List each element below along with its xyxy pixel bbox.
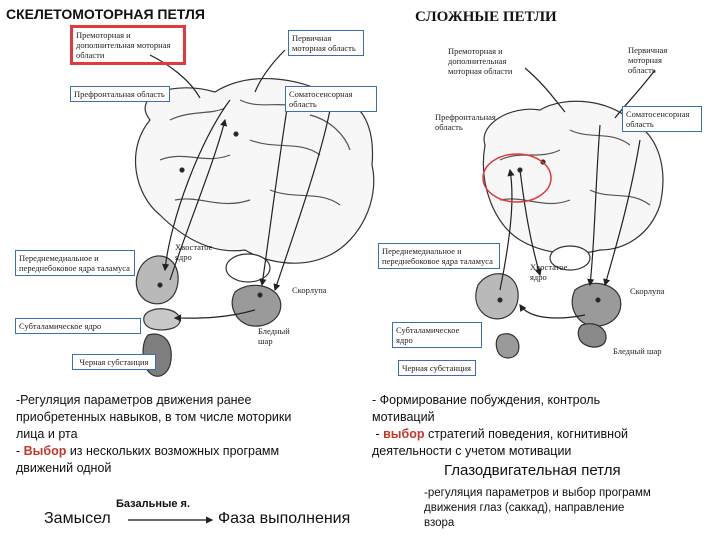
left-subthalamic-shape bbox=[143, 308, 181, 331]
left-label-subthalamic: Субталамическое ядро bbox=[15, 318, 141, 334]
right-desc-line-3-rest: стратегий поведения, когнитивной bbox=[424, 427, 629, 441]
right-label-putamen: Скорлупа bbox=[630, 286, 665, 296]
right-desc-select-word: выбор bbox=[383, 427, 425, 441]
left-thalamus-shape bbox=[135, 255, 179, 305]
left-label-primary-motor: Первичная моторная область bbox=[288, 30, 364, 56]
eye-loop-description: -регуляция параметров и выбор программ д… bbox=[424, 486, 716, 531]
right-desc-line-2: мотиваций bbox=[372, 410, 435, 424]
right-label-primary-motor: Первичная моторная область bbox=[628, 45, 668, 75]
left-label-putamen: Скорлупа bbox=[292, 285, 327, 295]
right-label-somatosensory: Соматосенсорная область bbox=[622, 106, 702, 132]
left-brain-illustration bbox=[135, 49, 375, 377]
right-desc-dash: - bbox=[372, 427, 384, 441]
right-cortex-outline bbox=[482, 100, 664, 255]
flow-start-label: Замысел bbox=[44, 510, 111, 527]
right-nigra-shape bbox=[495, 333, 520, 359]
right-desc-line-3: - выбор стратегий поведения, когнитивной bbox=[372, 426, 712, 443]
right-label-subthalamic: Субталамическое ядро bbox=[392, 322, 482, 348]
left-desc-line-1: -Регуляция параметров движения ранее bbox=[16, 393, 252, 407]
left-label-prefrontal: Префронтальная область bbox=[70, 86, 170, 102]
left-label-pallidus: Бледный шар bbox=[258, 326, 290, 346]
right-desc-line-4: деятельности с учетом мотивации bbox=[372, 444, 572, 458]
left-desc-dash: - bbox=[16, 444, 24, 458]
right-label-prefrontal: Префронтальная область bbox=[435, 112, 496, 132]
left-desc-select-word: Выбор bbox=[23, 444, 67, 458]
left-description: -Регуляция параметров движения ранее при… bbox=[16, 392, 356, 477]
highlight-circle bbox=[482, 153, 552, 203]
left-caudate-shape bbox=[225, 253, 271, 283]
right-label-premotor: Премоторная и дополнительная моторная об… bbox=[448, 46, 513, 76]
eye-loop-line-2: движения глаз (саккад), направление bbox=[424, 502, 625, 514]
right-pallidus-shape bbox=[577, 323, 607, 348]
eye-loop-line-1: -регуляция параметров и выбор программ bbox=[424, 487, 651, 499]
right-description: - Формирование побуждения, контроль моти… bbox=[372, 392, 712, 460]
left-putamen-shape bbox=[231, 284, 282, 327]
right-desc-line-1: - Формирование побуждения, контроль bbox=[372, 393, 601, 407]
right-label-nigra: Черная субстанция bbox=[398, 360, 476, 376]
right-brain-illustration bbox=[475, 67, 664, 359]
right-label-pallidus: Бледный шар bbox=[613, 346, 662, 356]
left-label-nigra: Черная субстанция bbox=[72, 354, 156, 370]
left-label-somatosensory: Соматосенсорная область bbox=[285, 86, 377, 112]
flow-middle-label: Базальные я. bbox=[116, 498, 191, 510]
left-cortex-outline bbox=[135, 78, 375, 264]
right-title: СЛОЖНЫЕ ПЕТЛИ bbox=[415, 9, 557, 25]
right-label-caudate: Хвостатое ядро bbox=[530, 262, 568, 282]
eye-loop-title: Глазодвигательная петля bbox=[444, 462, 621, 479]
left-desc-line-2: приобретенных навыков, в том числе мотор… bbox=[16, 410, 292, 424]
left-title: СКЕЛЕТОМОТОРНАЯ ПЕТЛЯ bbox=[6, 6, 205, 22]
left-desc-line-4-rest: из нескольких возможных программ bbox=[66, 444, 280, 458]
left-desc-line-4: - Выбор из нескольких возможных программ bbox=[16, 443, 356, 460]
flow-end-label: Фаза выполнения bbox=[218, 510, 351, 527]
left-desc-line-5: движений одной bbox=[16, 461, 112, 475]
left-label-thalamus: Переднемедиальное и переднебоковое ядра … bbox=[15, 250, 135, 276]
right-caudate-shape bbox=[549, 245, 591, 271]
eye-loop-line-3: взора bbox=[424, 517, 455, 529]
left-label-premotor: Премоторная и дополнительная моторная об… bbox=[70, 25, 186, 65]
right-thalamus-shape bbox=[475, 273, 519, 320]
left-label-caudate: Хвостатое ядро bbox=[175, 242, 213, 262]
right-putamen-shape bbox=[571, 282, 622, 327]
left-desc-line-3: лица и рта bbox=[16, 427, 78, 441]
right-label-thalamus: Переднемедиальное и переднебоковое ядра … bbox=[378, 243, 500, 269]
